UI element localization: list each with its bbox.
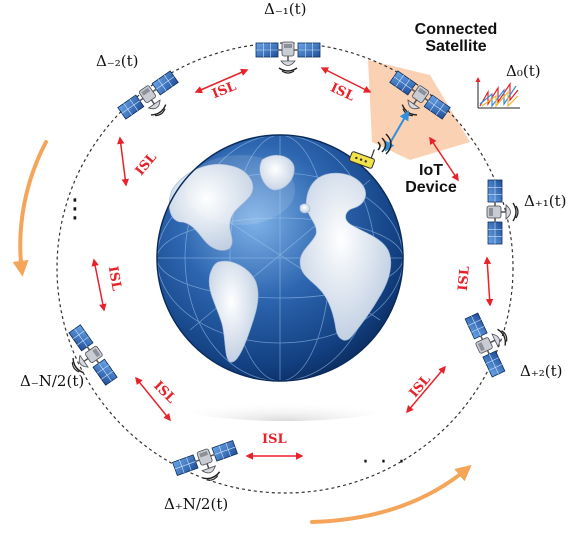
- delta-mN2-label: Δ₋N/2(t): [20, 372, 85, 390]
- delta-0-label: Δ₀(t): [506, 62, 541, 80]
- orbit-path: [56, 42, 514, 494]
- earth-globe-icon: [156, 134, 404, 382]
- iot-line1: IoT: [419, 162, 443, 179]
- uplink-arrow: [384, 110, 410, 152]
- isl-label-4: ISL: [104, 265, 124, 292]
- iot-device-icon: [349, 149, 375, 169]
- delta-p1-label: Δ₊₁(t): [524, 192, 567, 210]
- isl-label-5: ISL: [455, 265, 473, 292]
- iot-line2: Device: [405, 178, 457, 196]
- orbit-direction-arrow-left: [12, 140, 48, 277]
- horizontal-ellipsis: · · ·: [362, 450, 407, 475]
- orbit-direction-arrow-bottom: [310, 464, 472, 524]
- signal-icon: [377, 133, 392, 155]
- isl-links: [91, 67, 494, 460]
- connected-line2: Satellite: [425, 37, 487, 55]
- satellite-icon-p2: [463, 305, 521, 379]
- isl-label-8: ISL: [262, 432, 287, 447]
- delta-pN2-label: Δ₊N/2(t): [164, 495, 229, 513]
- satellite-icon-m2: [116, 69, 189, 133]
- delta-m1-label: Δ₋₁(t): [264, 0, 307, 18]
- delta-p2-label: Δ₊₂(t): [520, 362, 563, 380]
- coverage-beam: [368, 60, 470, 160]
- satellite-icon-pN2: [171, 438, 244, 492]
- delta-m2-label: Δ₋₂(t): [96, 52, 139, 70]
- vertical-ellipsis: ⋮: [62, 194, 88, 224]
- aoi-mini-chart: [475, 77, 520, 109]
- iot-device-label: IoT Device: [396, 162, 466, 197]
- connected-line1: Connected: [414, 21, 498, 38]
- satellite-icon-p1: [486, 179, 519, 245]
- satellite-icon-m1: [255, 41, 321, 74]
- connected-satellite-label: Connected Satellite: [396, 21, 516, 56]
